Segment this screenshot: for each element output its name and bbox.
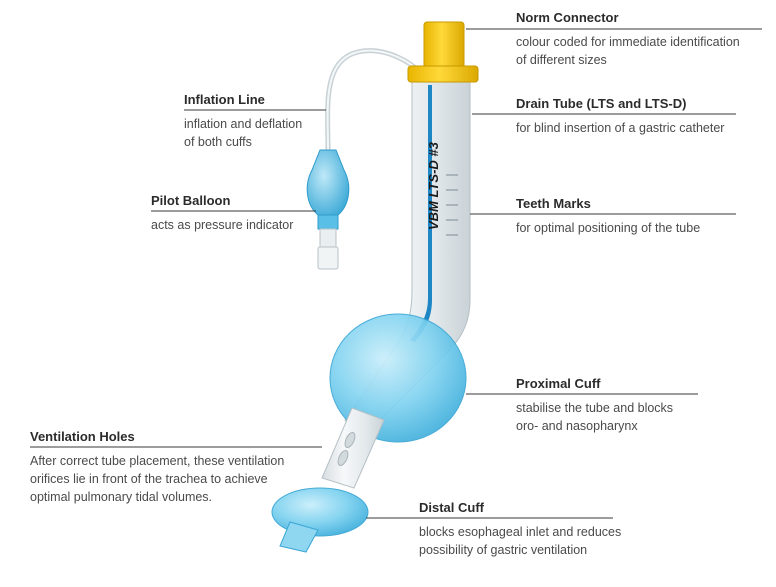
proximal-cuff [329,313,467,443]
proximal-cuff-desc-line: oro- and nasopharynx [516,419,638,433]
callout-inflation-line: Inflation Line inflation and deflation o… [184,92,302,151]
callout-norm-connector: Norm Connector colour coded for immediat… [516,10,740,69]
norm-connector-desc: colour coded for immediate identificatio… [516,33,740,69]
inflation-line-desc-line: inflation and deflation [184,117,303,131]
proximal-cuff-desc: stabilise the tube and blocks oro- and n… [516,399,673,435]
teeth-marks-desc-line: for optimal positioning of the tube [516,221,701,235]
drain-tube-title: Drain Tube (LTS and LTS-D) [516,96,687,111]
callout-distal-cuff: Distal Cuff blocks esophageal inlet and … [419,500,621,559]
lower-tube [321,407,385,489]
inflation-line-title: Inflation Line [184,92,265,107]
tube-printed-label: VBM LTS-D #3 [426,141,441,230]
leader-lines [30,28,762,519]
teeth-marks-desc: for optimal positioning of the tube [516,219,700,237]
callout-drain-tube: Drain Tube (LTS and LTS-D) for blind ins… [516,96,724,137]
norm-connector [407,21,479,83]
callout-teeth-marks: Teeth Marks for optimal positioning of t… [516,196,700,237]
callout-ventilation-holes: Ventilation Holes After correct tube pla… [30,429,284,506]
inflation-line-desc-line: of both cuffs [184,135,252,149]
pilot-balloon [306,149,350,270]
ventilation-holes [337,432,356,466]
pilot-balloon-desc: acts as pressure indicator [151,216,293,234]
drain-tube [410,85,432,342]
proximal-cuff-title: Proximal Cuff [516,376,601,391]
pilot-balloon-desc-line: acts as pressure indicator [151,218,294,232]
teeth-marks-title: Teeth Marks [516,196,591,211]
drain-tube-desc-line: for blind insertion of a gastric cathete… [516,121,725,135]
distal-cuff-desc-line: possibility of gastric ventilation [419,543,588,557]
pilot-balloon-title: Pilot Balloon [151,193,231,208]
teeth-marks [446,174,458,236]
distal-cuff-desc: blocks esophageal inlet and reduces poss… [419,523,621,559]
norm-connector-title: Norm Connector [516,10,619,25]
norm-connector-desc-line: of different sizes [516,53,607,67]
ventilation-holes-desc-line: optimal pulmonary tidal volumes. [30,490,213,504]
callout-proximal-cuff: Proximal Cuff stabilise the tube and blo… [516,376,673,435]
norm-connector-desc-line: colour coded for immediate identificatio… [516,35,740,49]
drain-tube-desc: for blind insertion of a gastric cathete… [516,119,724,137]
distal-cuff-desc-line: blocks esophageal inlet and reduces [419,525,622,539]
distal-cuff [271,487,369,537]
inflation-line-tube [325,48,423,153]
distal-cuff-title: Distal Cuff [419,500,484,515]
ventilation-holes-desc-line: orifices lie in front of the trachea to … [30,472,268,486]
callout-pilot-balloon: Pilot Balloon acts as pressure indicator [151,193,293,234]
ventilation-holes-desc-line: After correct tube placement, these vent… [30,454,285,468]
inflation-line-desc: inflation and deflation of both cuffs [184,115,302,151]
ventilation-holes-title: Ventilation Holes [30,429,135,444]
proximal-cuff-desc-line: stabilise the tube and blocks [516,401,674,415]
distal-tip [279,521,319,553]
ventilation-holes-desc: After correct tube placement, these vent… [30,452,284,506]
